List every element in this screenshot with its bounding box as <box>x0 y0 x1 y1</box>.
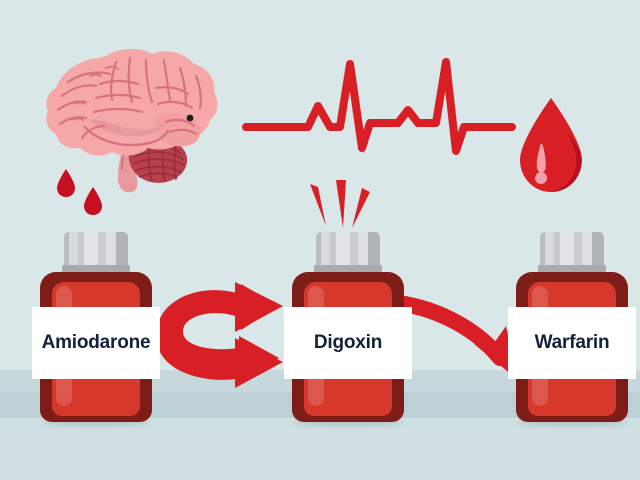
blood-drop-icon <box>516 96 586 196</box>
alert-burst-icon <box>300 178 380 234</box>
bottle-label-text: Warfarin <box>534 332 610 353</box>
blood-drop-small-2 <box>82 186 104 216</box>
blood-drop-small-1 <box>55 168 77 198</box>
bottle-neck <box>538 265 606 274</box>
pill-bottle-amiodarone[interactable]: Amiodarone <box>32 232 160 427</box>
bottle-shadow <box>42 418 150 427</box>
bottle-cap[interactable] <box>316 232 380 268</box>
pill-bottle-warfarin[interactable]: Warfarin <box>508 232 636 427</box>
pill-bottle-digoxin[interactable]: Digoxin <box>284 232 412 427</box>
bottle-shadow <box>294 418 402 427</box>
brain-icon <box>38 38 238 198</box>
floor-band-lower <box>0 418 640 480</box>
bottle-label-digoxin: Digoxin <box>284 307 412 379</box>
ecg-heartbeat-icon <box>240 48 520 158</box>
bottle-label-amiodarone: Amiodarone <box>32 307 160 379</box>
bottle-cap[interactable] <box>64 232 128 268</box>
bottle-cap[interactable] <box>540 232 604 268</box>
bottle-label-text: Digoxin <box>313 332 383 353</box>
bottle-neck <box>62 265 130 274</box>
bottle-label-text: Amiodarone <box>41 332 151 353</box>
bottle-shadow <box>518 418 626 427</box>
bottle-neck <box>314 265 382 274</box>
bottle-label-warfarin: Warfarin <box>508 307 636 379</box>
interaction-arrow-amiodarone-digoxin <box>155 278 300 393</box>
